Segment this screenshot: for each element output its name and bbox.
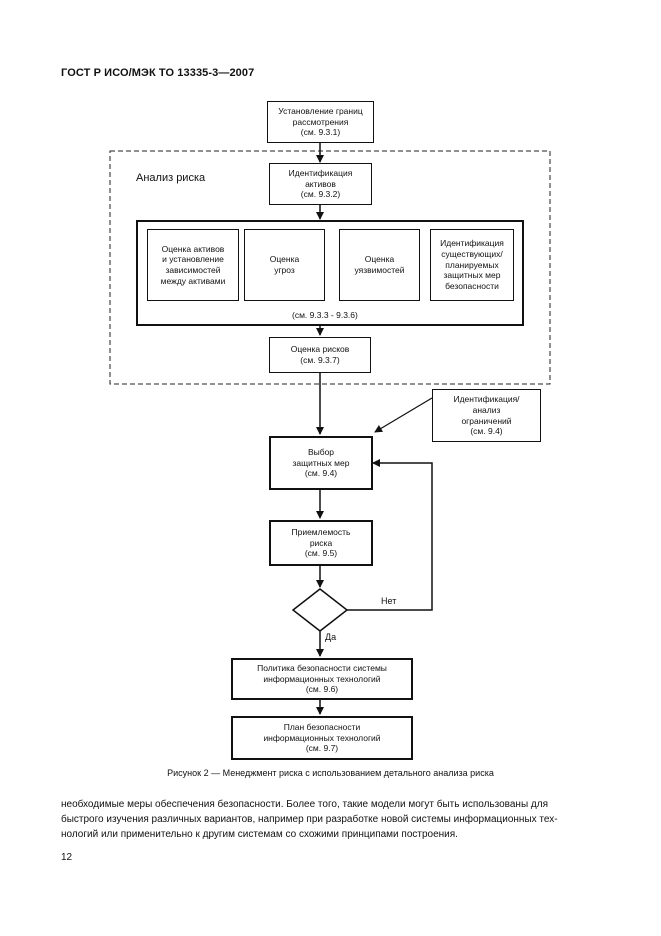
risk-acceptance-box: Приемлемость риска (см. 9.5) [269, 520, 373, 566]
assessment-group-box [136, 220, 524, 326]
flowchart-connectors [109, 143, 551, 715]
page-number: 12 [61, 852, 73, 863]
body-paragraph: необходимые меры обеспечения безопасност… [61, 797, 603, 842]
scope-box: Установление границ рассмотрения (см. 9.… [267, 101, 374, 143]
risk-management-flowchart: Анализ риска Установление границ рассмот… [109, 101, 551, 760]
risk-analysis-label: Анализ риска [136, 172, 206, 184]
risk-analysis-region [109, 150, 551, 385]
decision-no-label: Нет [381, 596, 397, 606]
decision-diamond [291, 588, 349, 632]
body-line: нологий или применительно к другим систе… [61, 829, 458, 840]
asset-identification-box: Идентификация активов (см. 9.3.2) [269, 163, 372, 205]
constraints-box: Идентификация/ анализ ограничений (см. 9… [432, 389, 541, 442]
vulnerability-assessment-box: Оценка уязвимостей [339, 229, 420, 301]
decision-yes-label: Да [325, 632, 337, 642]
group-reference: (см. 9.3.3 - 9.3.6) [292, 310, 358, 320]
body-line: быстрого изучения различных вариантов, н… [61, 814, 558, 825]
threat-assessment-box: Оценка угроз [244, 229, 325, 301]
asset-valuation-box: Оценка активов и установление зависимост… [147, 229, 239, 301]
risk-assessment-box: Оценка рисков (см. 9.3.7) [269, 337, 371, 373]
document-header: ГОСТ Р ИСО/МЭК ТО 13335-3—2007 [61, 67, 255, 79]
security-policy-box: Политика безопасности системы информацио… [231, 658, 413, 700]
security-plan-box: План безопасности информационных техноло… [231, 716, 413, 760]
figure-caption: Рисунок 2 — Менеджмент риска с использов… [167, 768, 494, 778]
body-line: необходимые меры обеспечения безопасност… [61, 799, 548, 810]
control-selection-box: Выбор защитных мер (см. 9.4) [269, 436, 373, 490]
controls-identification-box: Идентификация существующих/ планируемых … [430, 229, 514, 301]
